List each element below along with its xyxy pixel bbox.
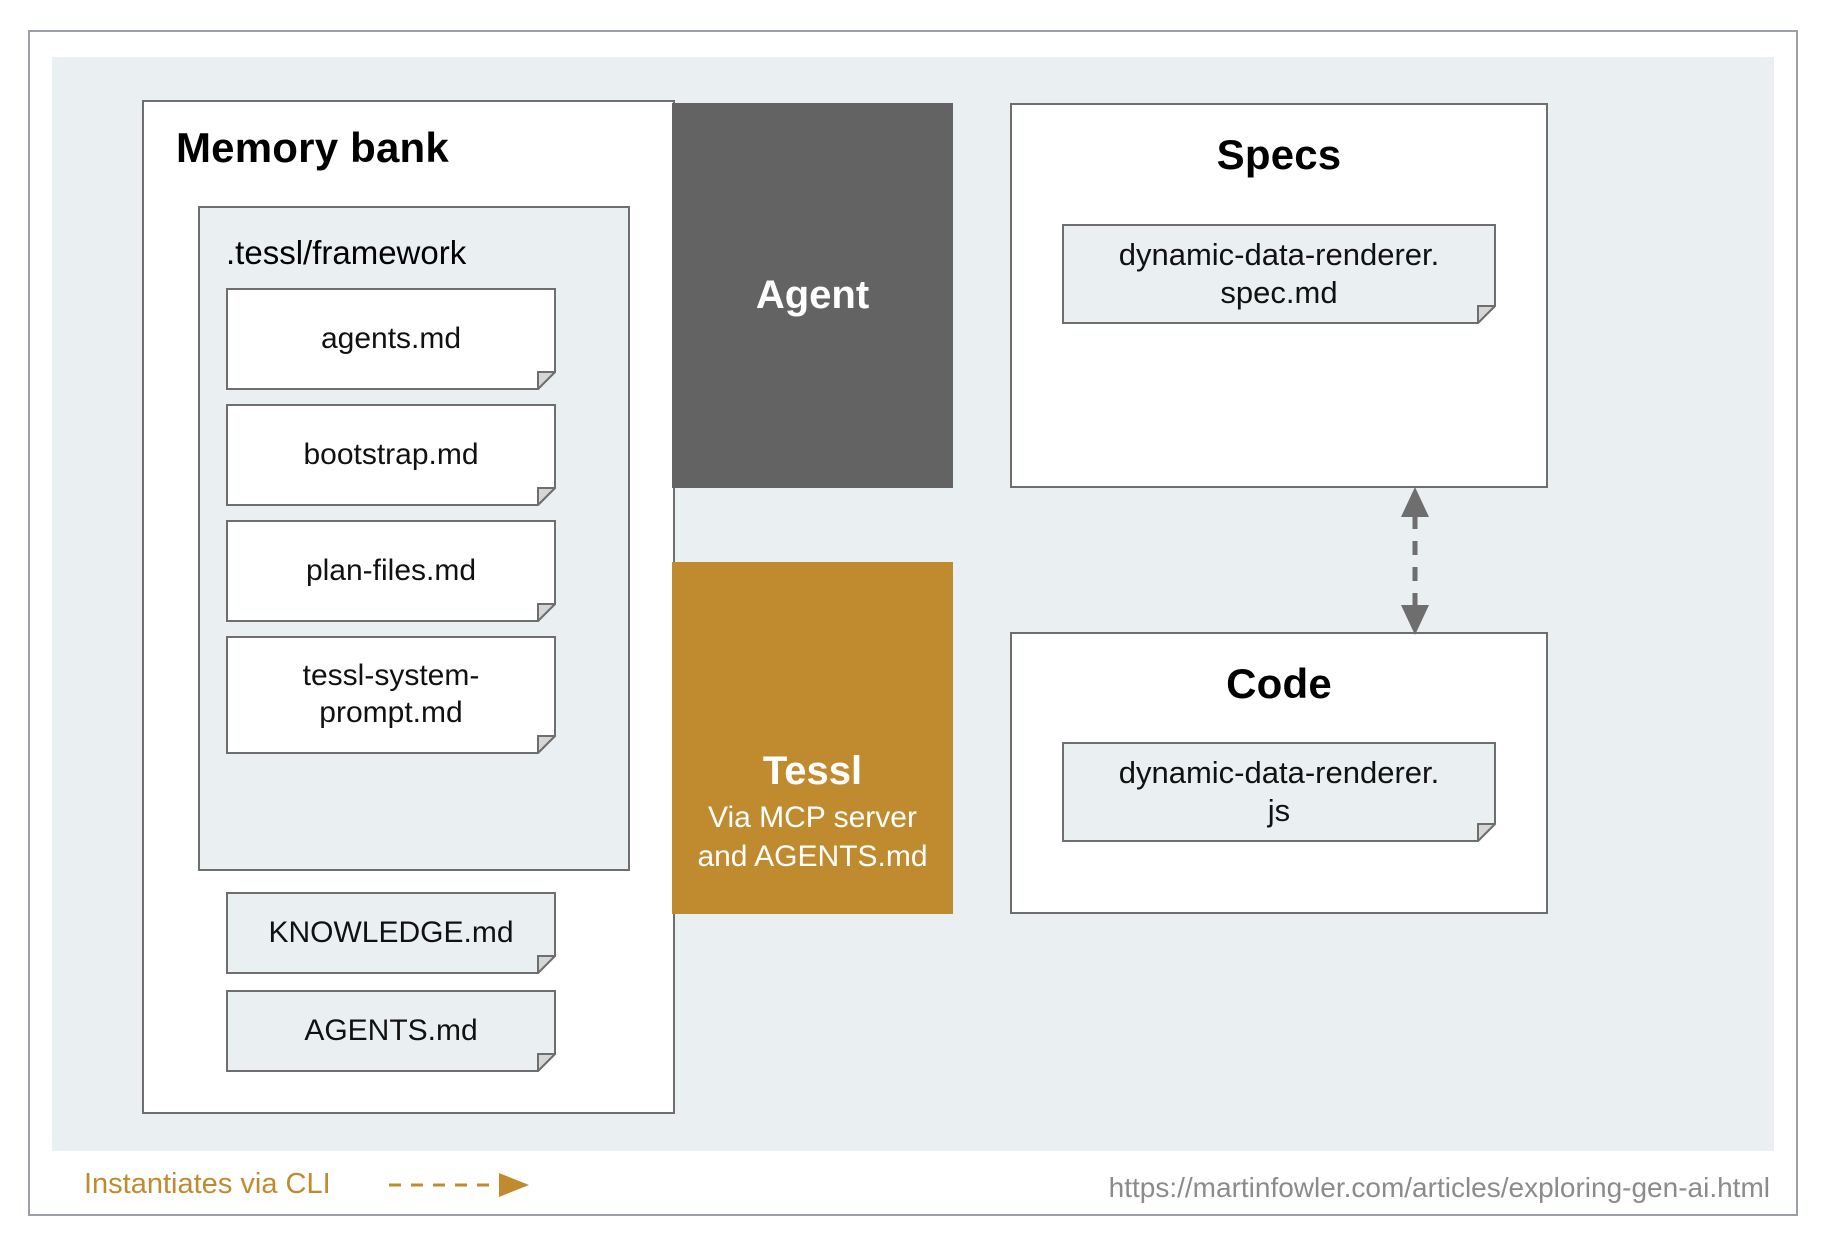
legend-dashed-arrow-icon — [388, 1172, 529, 1197]
arrow-specs-code-bidirectional — [1401, 487, 1429, 635]
note-label: dynamic-data-renderer. spec.md — [1118, 237, 1440, 310]
code-title: Code — [1226, 660, 1332, 707]
note-label: plan-files.md — [305, 553, 477, 587]
note-shape-icon — [226, 404, 556, 506]
note-label: agents.md — [320, 321, 462, 355]
note-label: KNOWLEDGE.md — [268, 915, 514, 949]
note-shape-icon — [226, 288, 556, 390]
note-shape-icon — [1062, 224, 1496, 324]
note-shape-icon — [226, 990, 556, 1072]
legend: Instantiates via CLI — [84, 1168, 537, 1201]
note-card-plan-files-md[interactable]: plan-files.md — [226, 520, 556, 622]
tessl-subtitle: Via MCP server and AGENTS.md — [697, 801, 928, 873]
legend-label: Instantiates via CLI — [84, 1168, 331, 1200]
note-card-agents-md[interactable]: agents.md — [226, 288, 556, 390]
note-label: AGENTS.md — [304, 1013, 478, 1047]
note-card-bootstrap-md[interactable]: bootstrap.md — [226, 404, 556, 506]
note-card-spec-md[interactable]: dynamic-data-renderer. spec.md — [1062, 224, 1496, 324]
arrow-tessl-to-memory-bank — [672, 743, 778, 767]
note-shape-icon — [226, 520, 556, 622]
note-shape-icon — [1062, 742, 1496, 842]
tessl-box[interactable]: Tessl Via MCP server and AGENTS.md — [672, 562, 953, 914]
note-shape-icon — [226, 636, 556, 754]
source-url: https://martinfowler.com/articles/explor… — [1108, 1172, 1770, 1203]
tessl-title: Tessl — [762, 749, 863, 793]
note-label: tessl-system- prompt.md — [302, 659, 480, 729]
note-card-code-js[interactable]: dynamic-data-renderer. js — [1062, 742, 1496, 842]
note-label: bootstrap.md — [303, 437, 479, 471]
specs-title: Specs — [1216, 131, 1342, 178]
note-card-agents-md-root[interactable]: AGENTS.md — [226, 990, 556, 1072]
note-card-knowledge-md[interactable]: KNOWLEDGE.md — [226, 892, 556, 974]
memory-bank-title: Memory bank — [176, 124, 449, 171]
memory-bank-panel: Memory bank .tessl/framework agents.md b… — [142, 100, 675, 1114]
agent-box[interactable]: Agent — [672, 103, 953, 488]
note-label: dynamic-data-renderer. js — [1118, 755, 1440, 828]
agent-title: Agent — [755, 273, 870, 317]
note-shape-icon — [226, 892, 556, 974]
tessl-framework-label: .tessl/framework — [226, 234, 467, 271]
note-card-tessl-system-prompt-md[interactable]: tessl-system- prompt.md — [226, 636, 556, 754]
